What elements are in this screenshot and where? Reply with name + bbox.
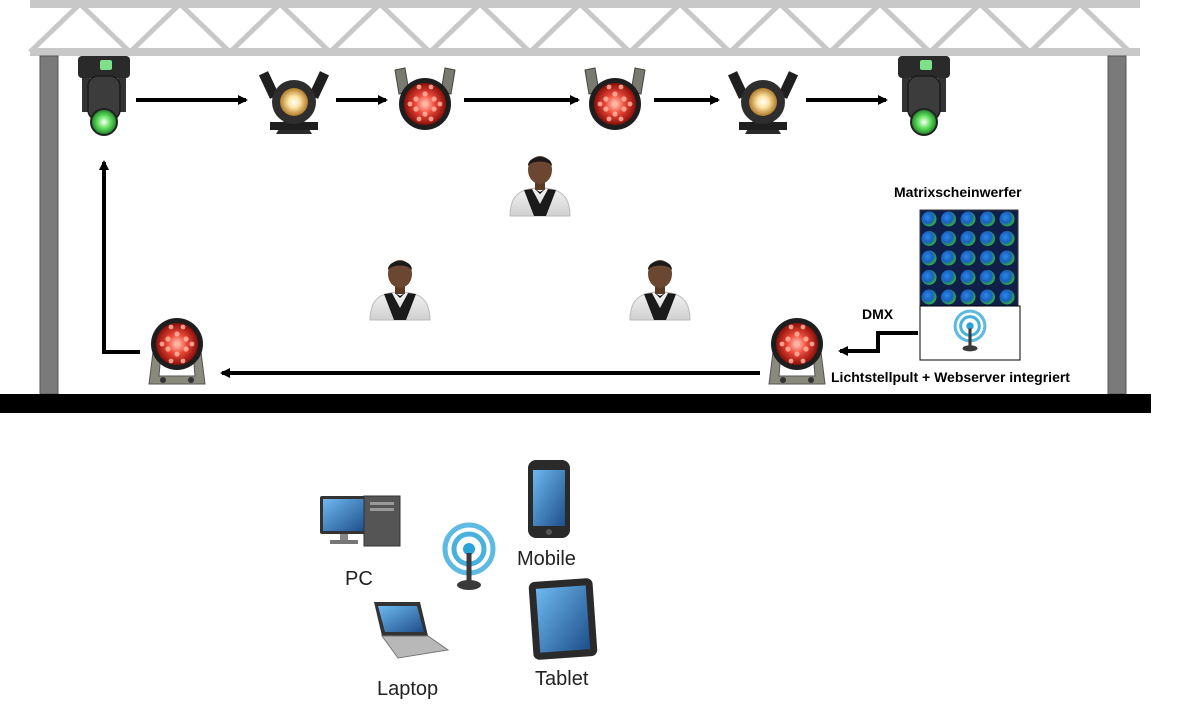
matrix-cell — [999, 211, 1015, 227]
matrix-cell — [960, 211, 976, 227]
floor-led-par-right — [768, 317, 826, 385]
laptop-label: Laptop — [377, 678, 439, 700]
matrix-cell — [941, 231, 956, 246]
matrix-cell — [980, 289, 995, 305]
floor-led-par-left — [148, 317, 206, 385]
performer-center — [509, 155, 571, 217]
matrix-cell — [980, 250, 995, 266]
controller-box — [919, 305, 1021, 361]
tablet-label: Tablet — [535, 668, 589, 690]
led-par-2 — [584, 67, 646, 131]
dmx-return-arrows — [99, 160, 918, 378]
performer-left — [369, 259, 431, 321]
matrix-cell — [941, 270, 956, 285]
performer-right — [629, 259, 691, 321]
matrix-cell — [980, 231, 995, 246]
moving-head-1 — [77, 55, 131, 136]
matrix-cell — [921, 289, 937, 305]
matrix-cell — [960, 250, 976, 266]
moving-head-2 — [897, 55, 951, 136]
mobile-icon — [528, 460, 570, 538]
fresnel-2 — [727, 71, 799, 134]
controller-label: Lichtstellpult + Webserver integriert — [831, 369, 1070, 385]
matrix-cell — [999, 270, 1015, 285]
matrix-cell — [941, 211, 956, 227]
led-par-1 — [394, 67, 456, 131]
dmx-label: DMX — [862, 306, 894, 322]
matrix-cell — [980, 211, 995, 227]
matrix-cell — [921, 270, 937, 285]
matrix-cell — [999, 231, 1015, 246]
matrix-cell — [999, 250, 1015, 266]
right-post — [1107, 55, 1127, 395]
matrix-label: Matrixscheinwerfer — [894, 184, 1022, 200]
matrix-cell — [941, 250, 956, 266]
left-post — [39, 55, 59, 395]
matrix-cell — [980, 270, 995, 285]
matrix-cell — [999, 289, 1015, 305]
wifi-access-point-icon — [445, 525, 493, 590]
matrix-panel — [919, 209, 1019, 307]
fresnel-1 — [258, 71, 330, 134]
matrix-cell — [960, 270, 976, 285]
laptop-icon — [374, 602, 450, 659]
matrix-cell — [921, 211, 937, 227]
matrix-cell — [941, 289, 956, 305]
pc-label: PC — [345, 568, 373, 590]
pc-icon — [320, 495, 401, 547]
matrix-cell — [960, 231, 976, 246]
matrix-cell — [921, 231, 937, 246]
mobile-label: Mobile — [517, 548, 576, 570]
stage-floor — [0, 394, 1151, 413]
matrix-cell — [921, 250, 937, 266]
matrix-cell — [960, 289, 976, 305]
truss — [28, 0, 1140, 56]
tablet-icon — [528, 578, 598, 660]
